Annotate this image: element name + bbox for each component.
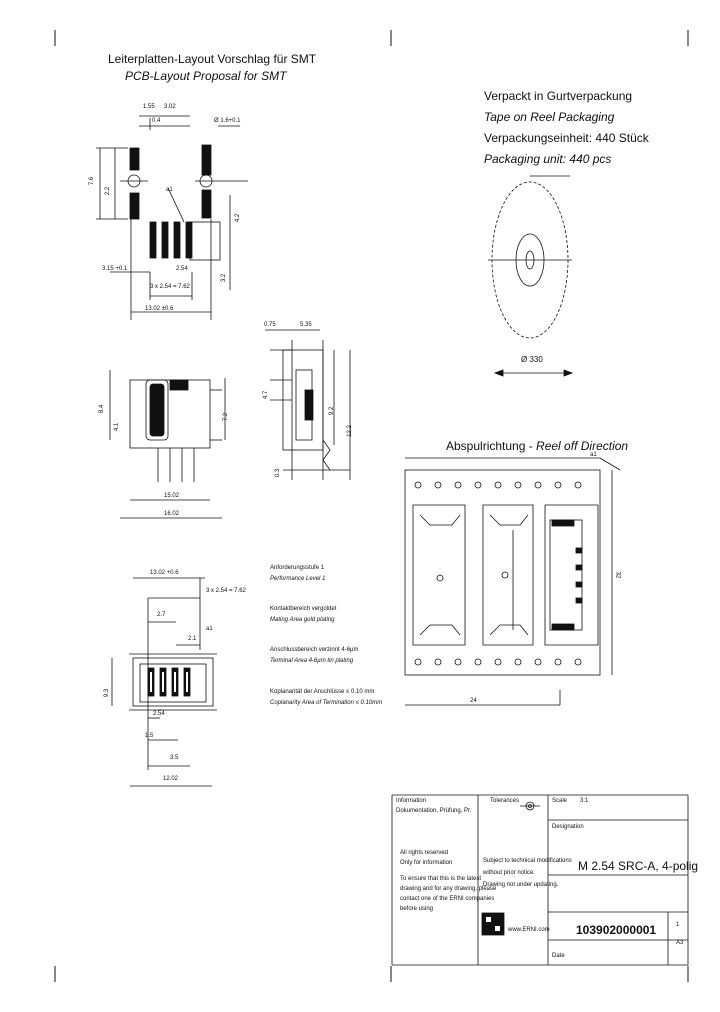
tb-subject-line: without prior notice. <box>483 870 536 876</box>
front-dim: 3.5 <box>170 755 179 761</box>
side-view <box>265 329 351 480</box>
pad <box>185 221 193 259</box>
note-mating-en: Mating Area gold plating <box>270 617 335 623</box>
front-view <box>111 577 217 787</box>
tb-rights-line: Only for information <box>400 860 453 866</box>
tape-direction-en: Reel off Direction <box>536 439 629 453</box>
erni-logo-mark <box>481 912 505 936</box>
tb-tolerances-label: Tolerances <box>490 798 520 804</box>
pcb-dim: 1.55 <box>143 104 155 110</box>
pcb-dim: 7.6 <box>89 176 96 186</box>
pad <box>201 189 212 219</box>
keepout <box>189 221 221 261</box>
pcb-title-en: PCB-Layout Proposal for SMT <box>125 69 287 83</box>
note-performance-de: Anforderungsstufe 1 <box>270 565 325 571</box>
pcb-dim: 4.2 <box>235 213 242 223</box>
title-block <box>391 794 689 966</box>
front-dim: 9.3 <box>104 688 111 698</box>
reel-packaging-de: Verpackt in Gurtverpackung <box>484 89 633 103</box>
reference-label: a1 <box>590 452 597 458</box>
reference-label: a1 <box>166 187 173 193</box>
note-terminal-en: Terminal Area 4-6µm tin plating <box>270 658 354 664</box>
side-dim: 0.75 <box>264 322 276 328</box>
tb-scale-label: Scale <box>552 798 568 804</box>
tb-info-value: Dokumentation, Prüfung, Pr. <box>396 808 472 814</box>
top-view <box>109 370 226 519</box>
tb-rights-line: contact one of the ERNI companies <box>400 896 495 902</box>
side-dim: 5.35 <box>300 322 312 328</box>
tb-designation: M 2.54 SRC-A, 4-polig <box>578 859 699 873</box>
top-dim: 8.4 <box>99 404 106 414</box>
sprocket-holes <box>414 481 582 666</box>
reel-view <box>488 175 574 377</box>
reel-unit-de: Verpackungseinheit: 440 Stück <box>484 131 649 145</box>
pad <box>129 147 140 171</box>
side-dim: 0.3 <box>275 468 282 478</box>
side-dim: 9.2 <box>329 406 336 416</box>
pcb-dim: 3.2 <box>221 273 228 283</box>
pcb-dim: 3.02 <box>164 104 176 110</box>
pcb-dim: Ø 1.6+0.1 <box>214 118 241 124</box>
tb-sheet-size: A3 <box>676 940 684 946</box>
tb-subject-line: Subject to technical modifications <box>483 858 572 864</box>
pocket <box>482 504 534 646</box>
front-dim: 1.5 <box>145 733 154 739</box>
front-dim: 2.54 <box>153 711 165 717</box>
tb-scale-value: 3:1 <box>580 798 589 804</box>
note-performance-en: Performance Level 1 <box>270 576 326 582</box>
tb-date-label: Date <box>552 953 565 959</box>
pcb-dim: 2.54 <box>176 266 188 272</box>
tb-website: www.ERNI.com <box>508 927 550 933</box>
reel-diameter: Ø 330 <box>521 355 543 364</box>
tape-view <box>404 457 621 706</box>
tb-designation-label: Designation <box>552 824 584 830</box>
front-dim: 3 x 2.54 = 7.62 <box>206 588 246 594</box>
pad <box>201 144 212 176</box>
tb-subject-line: Drawing not under updating. <box>483 882 559 888</box>
pad <box>149 221 157 259</box>
tb-info-label: Information <box>396 798 427 804</box>
tb-rights-line: To ensure that this is the latest <box>400 876 482 882</box>
reference-label: a1 <box>206 626 213 632</box>
pocket <box>544 504 599 646</box>
pocket <box>412 504 466 646</box>
pcb-dim: 0.4 <box>152 118 161 124</box>
top-dim: 16.02 <box>164 511 180 517</box>
front-dim: 2.1 <box>188 636 197 642</box>
pcb-dim: 13.02 ±0.6 <box>145 306 174 312</box>
note-coplanarity-de: Koplanarität der Anschlüsse ≤ 0.10 mm <box>270 689 375 695</box>
reel-packaging-en: Tape on Reel Packaging <box>484 110 615 124</box>
pcb-layout-view <box>96 115 248 320</box>
top-dim: 4.1 <box>114 422 121 432</box>
side-dim: 4.7 <box>263 390 270 400</box>
tb-page: 1 <box>676 922 680 928</box>
reel-unit-en: Packaging unit: 440 pcs <box>484 152 612 166</box>
tb-part-number: 103902000001 <box>576 923 657 937</box>
pcb-title-de: Leiterplatten-Layout Vorschlag für SMT <box>108 52 317 66</box>
pcb-dim: 2.2 <box>105 186 112 196</box>
tb-rights-line: drawing and for any drawing, please <box>400 886 497 892</box>
side-dim: 12.2 <box>346 425 353 437</box>
top-dim: 7.2 <box>223 412 230 422</box>
front-dim: 13.02 +0.6 <box>150 570 179 576</box>
front-dim: 12.02 <box>163 776 179 782</box>
pad <box>161 221 169 259</box>
tape-dim: 24 <box>470 698 477 704</box>
front-dim: 2.7 <box>157 612 166 618</box>
note-mating-de: Kontaktbereich vergoldet <box>270 606 337 612</box>
pad <box>173 221 181 259</box>
note-coplanarity-en: Coplanarity Area of Termination ≤ 0.10mm <box>270 700 383 706</box>
pcb-dim: 3.15 +0.1 <box>102 266 128 272</box>
tape-direction-title: Abspulrichtung - Reel off Direction <box>446 440 628 452</box>
tape-dim: 32 <box>614 571 621 579</box>
note-terminal-de: Anschlussbereich verzinnt 4-6µm <box>270 647 359 653</box>
pcb-dim: 3 x 2.54 = 7.62 <box>150 284 190 290</box>
pad <box>129 192 140 220</box>
tb-rights-line: before using <box>400 906 434 912</box>
top-dim: 15.02 <box>164 493 180 499</box>
tape-direction-de: Abspulrichtung - <box>446 439 537 453</box>
tb-rights-line: All rights reserved <box>400 850 449 856</box>
